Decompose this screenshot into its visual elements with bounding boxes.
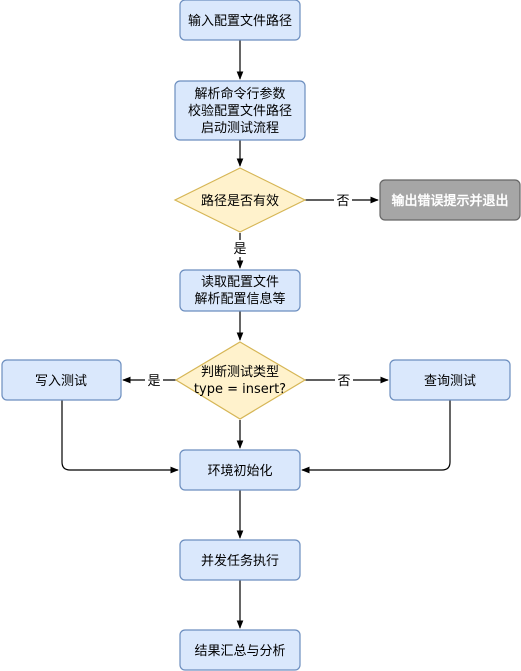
edge-label-type-yes: 是 <box>145 372 163 389</box>
node-read-config: 读取配置文件 解析配置信息等 <box>179 269 301 312</box>
edge-write-to-env <box>61 400 179 474</box>
svg-text:是: 是 <box>147 374 160 389</box>
svg-text:否: 否 <box>337 374 350 389</box>
node-path-valid: 路径是否有效 <box>173 167 307 233</box>
node-env-init: 环境初始化 <box>179 449 301 491</box>
svg-text:启动测试流程: 启动测试流程 <box>201 121 279 136</box>
edge-label-path-no: 否 <box>334 192 352 209</box>
svg-text:查询测试: 查询测试 <box>424 374 476 389</box>
node-input-path: 输入配置文件路径 <box>179 0 301 41</box>
node-query-test: 查询测试 <box>389 359 511 401</box>
svg-text:读取配置文件: 读取配置文件 <box>201 275 279 290</box>
node-error-exit: 输出错误提示并退出 <box>379 179 521 221</box>
svg-text:输出错误提示并退出: 输出错误提示并退出 <box>391 193 508 209</box>
svg-text:type = insert?: type = insert? <box>194 382 286 397</box>
node-summary: 结果汇总与分析 <box>179 629 301 671</box>
svg-text:结果汇总与分析: 结果汇总与分析 <box>194 644 285 659</box>
svg-text:解析配置信息等: 解析配置信息等 <box>194 291 285 307</box>
edge-label-type-no: 否 <box>335 372 353 389</box>
node-parse-args: 解析命令行参数 校验配置文件路径 启动测试流程 <box>174 80 306 141</box>
svg-text:解析命令行参数: 解析命令行参数 <box>194 86 285 102</box>
node-write-test: 写入测试 <box>1 359 122 401</box>
svg-text:路径是否有效: 路径是否有效 <box>201 193 279 209</box>
svg-text:环境初始化: 环境初始化 <box>207 464 272 479</box>
svg-text:输入配置文件路径: 输入配置文件路径 <box>188 13 292 29</box>
svg-text:判断测试类型: 判断测试类型 <box>201 365 279 380</box>
svg-text:是: 是 <box>233 242 246 257</box>
svg-text:并发任务执行: 并发任务执行 <box>201 553 279 569</box>
edge-label-path-yes: 是 <box>231 240 249 257</box>
node-judge-type: 判断测试类型 type = insert? <box>174 341 307 420</box>
svg-text:校验配置文件路径: 校验配置文件路径 <box>188 103 292 119</box>
svg-text:否: 否 <box>336 194 349 209</box>
node-concurrent-exec: 并发任务执行 <box>179 539 301 581</box>
edge-query-to-env <box>301 400 451 474</box>
svg-text:写入测试: 写入测试 <box>35 374 87 389</box>
